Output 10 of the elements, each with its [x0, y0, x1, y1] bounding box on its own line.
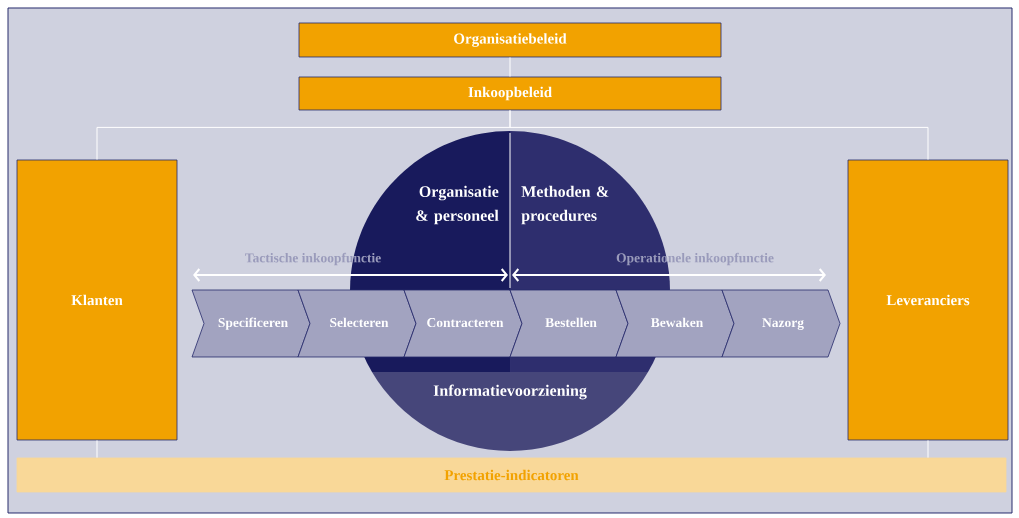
connector-line — [509, 109, 929, 161]
circle-label: Methoden & procedures — [521, 185, 609, 225]
process-box: Klanten — [16, 159, 178, 441]
circle-label: Organisatie & personeel — [416, 185, 499, 225]
indicator-band: Prestatie-indicatoren — [16, 457, 1007, 493]
process-box: Leveranciers — [847, 159, 1009, 441]
circle-label: Informatievoorziening — [433, 384, 587, 400]
process-box: Organisatiebeleid — [298, 22, 722, 58]
process-box: Inkoopbeleid — [298, 76, 722, 111]
chevron-step: Nazorg — [721, 289, 841, 358]
